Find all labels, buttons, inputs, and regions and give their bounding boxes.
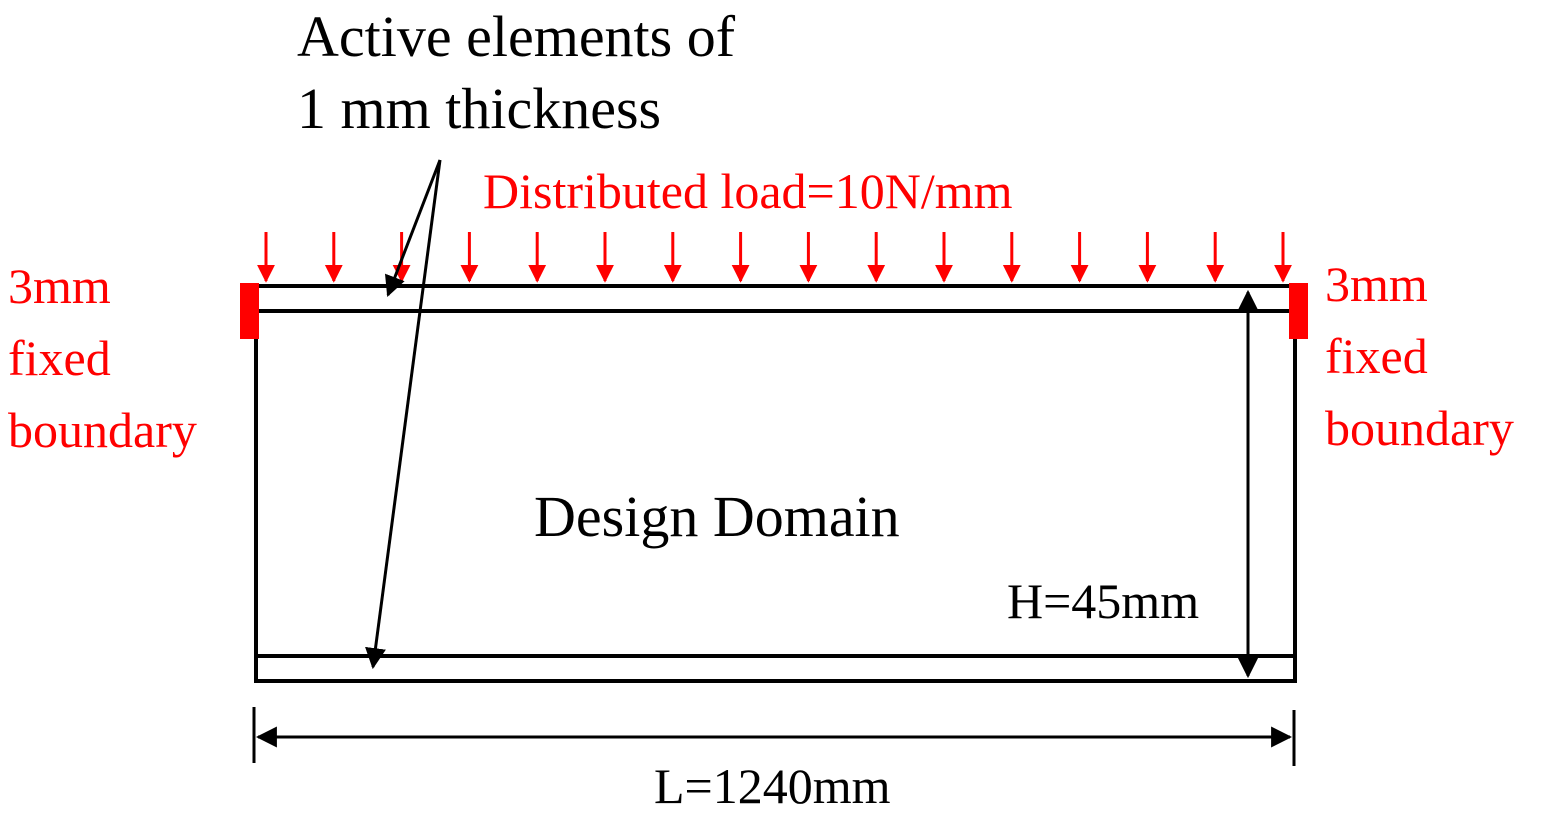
- annotation-label-line1: Active elements of: [297, 4, 736, 69]
- design-domain-outline: [254, 284, 1297, 683]
- left-boundary-line2: fixed: [8, 330, 111, 386]
- left-boundary-line1: 3mm: [8, 258, 111, 314]
- annotation-pointer-top: [384, 159, 442, 297]
- right-boundary-line1: 3mm: [1325, 256, 1428, 312]
- left-boundary-line3: boundary: [8, 402, 197, 458]
- height-label: H=45mm: [1007, 573, 1200, 629]
- right-boundary-line2: fixed: [1325, 328, 1428, 384]
- right-fixed-boundary: [1289, 283, 1308, 339]
- distributed-load-arrows: [257, 232, 1292, 283]
- distributed-load-label: Distributed load=10N/mm: [483, 163, 1013, 219]
- right-boundary-line3: boundary: [1325, 400, 1514, 456]
- annotation-pointer-bottom: [365, 159, 442, 670]
- left-fixed-boundary: [240, 283, 259, 339]
- annotation-label-line2: 1 mm thickness: [297, 76, 662, 141]
- length-label: L=1240mm: [654, 758, 891, 814]
- right-boundary-label: 3mm fixed boundary: [1325, 248, 1514, 464]
- design-domain-label: Design Domain: [534, 484, 900, 549]
- left-boundary-label: 3mm fixed boundary: [8, 250, 197, 466]
